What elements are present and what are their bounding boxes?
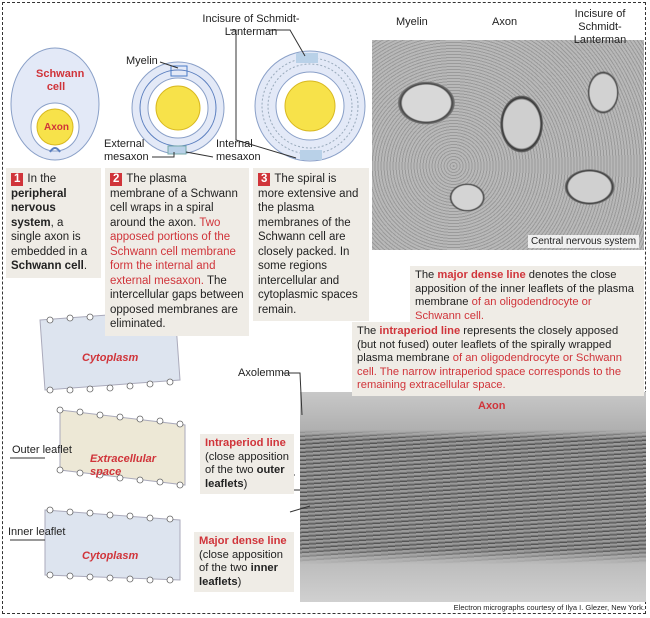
box-text: outer leaflets xyxy=(205,464,285,490)
cytoplasm-top-label: Cytoplasm xyxy=(82,352,139,364)
leader-lines xyxy=(152,29,306,159)
axon-label-1: Axon xyxy=(44,122,69,133)
credit-line: Electron micrographs courtesy of Ilya I.… xyxy=(453,603,645,612)
panel1-cell xyxy=(10,47,100,161)
axolemma-label: Axolemma xyxy=(238,367,290,379)
step-number: 2 xyxy=(110,173,123,186)
box-text: Major dense line xyxy=(199,535,287,547)
note-text: major dense line xyxy=(437,269,526,281)
myelin-label-2: Myelin xyxy=(126,55,158,67)
step-text: The intercellular gaps between opposed m… xyxy=(110,274,244,331)
step-text: peripheral nervous system xyxy=(11,187,67,229)
note-text: of an oligodendrocyte or Schwann cell. xyxy=(415,296,592,322)
step-text: Schwann cell xyxy=(11,260,84,272)
note-text: The xyxy=(357,325,380,337)
note-text: intraperiod line xyxy=(379,325,461,337)
step-text: . xyxy=(83,260,88,272)
incisure-label-3: Incisure of Schmidt-Lanterman xyxy=(202,13,300,38)
extracellular-space-label: Extracellular space xyxy=(90,453,157,478)
box-text: ) xyxy=(237,575,242,588)
micro-axon-label-2: Axon xyxy=(478,400,506,412)
box-text: inner leaflets xyxy=(199,562,278,588)
step-text: The spiral is more extensive and the pla… xyxy=(258,173,359,316)
step-number: 3 xyxy=(258,173,271,186)
major-dense-line-box: Major dense line (close apposition of th… xyxy=(194,532,294,592)
micrograph-myelin-lamellae xyxy=(300,392,646,602)
step-number: 1 xyxy=(11,173,24,186)
box-text: ) xyxy=(243,477,248,490)
micrograph-cns xyxy=(372,40,644,250)
membrane-diagram xyxy=(10,307,310,584)
intraperiod-line-box: Intraperiod line (close apposition of th… xyxy=(200,434,294,494)
box-text: (close apposition of the two xyxy=(199,548,283,575)
micro-incisure-label: Incisure of Schmidt-Lanterman xyxy=(573,8,627,46)
step-text: The plasma membrane of a Schwann cell wr… xyxy=(110,173,238,229)
micro-axon-label: Axon xyxy=(492,16,518,28)
step-text: , a single axon is embedded in a xyxy=(11,216,88,258)
box-text: (close apposition of the two xyxy=(205,450,289,477)
note-text: of an oligodendrocyte or Schwann cell. T… xyxy=(357,352,622,391)
note-text: represents the closely apposed (but not … xyxy=(357,325,619,364)
note-text: denotes the close apposition of the inne… xyxy=(415,269,634,308)
micro-caption: Central nervous system xyxy=(528,235,640,248)
intraperiod-note: The intraperiod line represents the clos… xyxy=(352,322,644,396)
panel2-cell xyxy=(131,61,225,155)
major-dense-note: The major dense line denotes the close a… xyxy=(410,266,644,326)
panel3-cell xyxy=(254,50,366,162)
note-text: The xyxy=(415,269,438,281)
internal-mesaxon-label: Internal mesaxon xyxy=(216,138,261,163)
box-text: Intraperiod line xyxy=(205,437,286,449)
step-text: In the xyxy=(27,173,57,185)
inner-leaflet-label: Inner leaflet xyxy=(8,526,66,538)
external-mesaxon-label: External mesaxon xyxy=(104,138,149,163)
micro-myelin-label: Myelin xyxy=(396,16,428,28)
step-text: Two apposed portions of the Schwann cell… xyxy=(110,216,236,287)
cytoplasm-bottom-label: Cytoplasm xyxy=(82,550,139,562)
schwann-diagrams xyxy=(10,29,366,162)
schwann-cell-label: Schwann cell xyxy=(36,68,85,93)
outer-leaflet-label: Outer leaflet xyxy=(12,444,72,456)
